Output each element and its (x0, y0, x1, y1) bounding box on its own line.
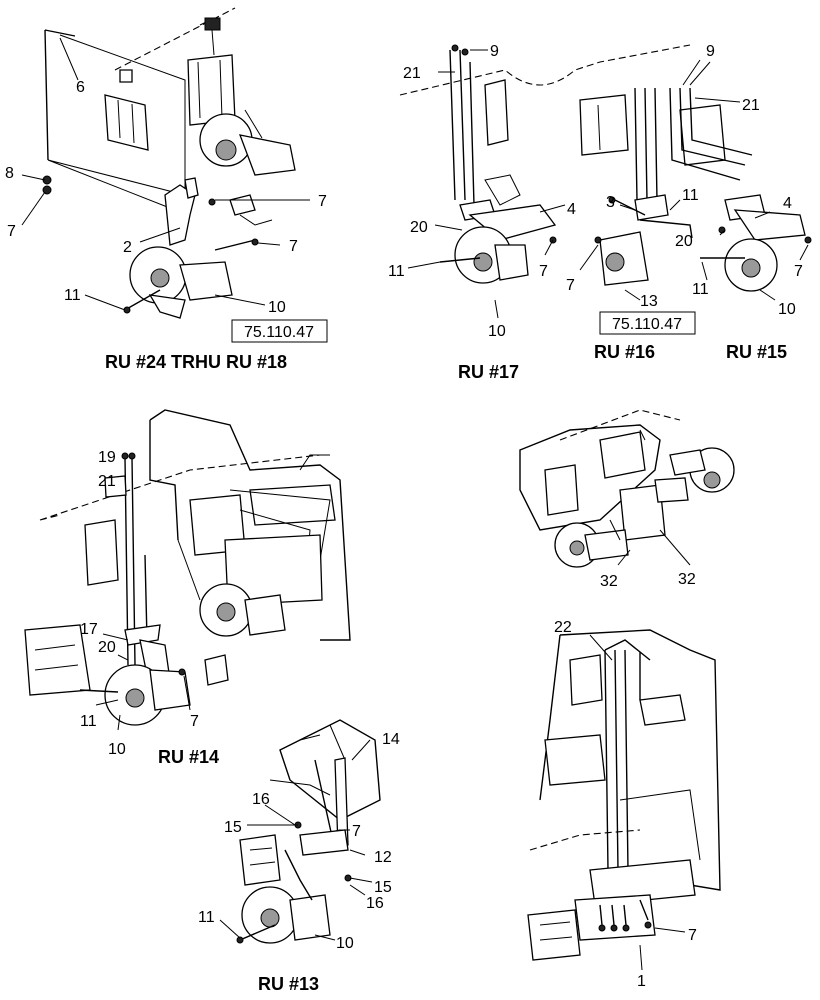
callout-8: 8 (5, 165, 14, 182)
callout-7: 7 (352, 823, 361, 840)
panel-ru24-18: 75.110.47 6 8 7 7 2 7 11 10 RU #24 TRHU … (5, 7, 328, 372)
callout-7: 7 (318, 193, 327, 210)
panel-assembly-32: 32 32 (519, 409, 735, 590)
callout-1: 1 (637, 973, 646, 990)
callout-15: 15 (224, 819, 242, 836)
caption-ru13: RU #13 (258, 974, 319, 994)
callout-20: 20 (410, 219, 428, 236)
callout-17: 17 (80, 621, 98, 638)
callout-11: 11 (692, 281, 709, 298)
caption-ru15: RU #15 (726, 342, 787, 362)
callout-11: 11 (388, 263, 405, 280)
callout-7: 7 (794, 263, 803, 280)
callout-4: 4 (783, 195, 792, 212)
callout-21: 21 (98, 473, 116, 490)
callout-10: 10 (778, 301, 796, 318)
callout-7: 7 (688, 927, 697, 944)
callout-4: 4 (567, 201, 576, 218)
reference-number-1: 75.110.47 (244, 324, 314, 341)
caption-ru17: RU #17 (458, 362, 519, 382)
callout-7: 7 (289, 238, 298, 255)
callout-10: 10 (336, 935, 354, 952)
reference-box-1 (231, 319, 328, 343)
callout-20: 20 (98, 639, 116, 656)
panel-ru13: 14 16 15 7 12 15 16 11 10 RU #13 (198, 719, 400, 994)
caption-ru16: RU #16 (594, 342, 655, 362)
callout-22: 22 (554, 619, 572, 636)
callout-20: 20 (675, 233, 693, 250)
callout-11: 11 (64, 287, 81, 304)
callout-14: 14 (382, 731, 400, 748)
callout-7: 7 (539, 263, 548, 280)
callout-19: 19 (98, 449, 116, 466)
callout-16: 16 (252, 791, 270, 808)
callout-9: 9 (706, 43, 715, 60)
callout-6: 6 (76, 79, 85, 96)
callout-11: 11 (80, 713, 97, 730)
callout-12: 12 (374, 849, 392, 866)
callout-13: 13 (640, 293, 658, 310)
callout-10: 10 (108, 741, 126, 758)
callout-2: 2 (123, 239, 132, 256)
callout-7: 7 (190, 713, 199, 730)
callout-7: 7 (7, 223, 16, 240)
panel-ru17-16-15: 75.110.47 9 21 20 4 11 7 10 3 11 7 13 9 … (388, 43, 812, 382)
caption-ru14: RU #14 (158, 747, 219, 767)
callout-11: 11 (198, 909, 215, 926)
callout-10: 10 (488, 323, 506, 340)
reference-box-2 (599, 311, 696, 335)
callout-9: 9 (490, 43, 499, 60)
callout-10: 10 (268, 299, 286, 316)
panel-assembly-22-1: 22 7 1 (527, 619, 721, 990)
callout-32: 32 (600, 573, 618, 590)
callout-3: 3 (606, 194, 615, 211)
callout-16: 16 (366, 895, 384, 912)
callout-21: 21 (403, 65, 421, 82)
reference-number-2: 75.110.47 (612, 316, 682, 333)
callout-7: 7 (566, 277, 575, 294)
caption-ru24-18: RU #24 TRHU RU #18 (105, 352, 287, 372)
panel-ru14: 19 21 17 20 11 7 10 RU #14 (24, 409, 351, 767)
callout-15: 15 (374, 879, 392, 896)
callout-11: 11 (682, 187, 699, 204)
callout-32: 32 (678, 571, 696, 588)
callout-21: 21 (742, 97, 760, 114)
